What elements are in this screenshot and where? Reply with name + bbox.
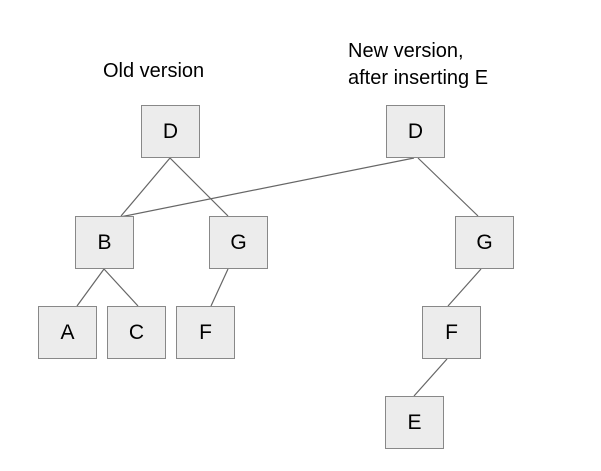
tree-node-label: B [97,231,112,254]
tree-node-old-d[interactable]: D [141,105,200,158]
tree-node-old-g[interactable]: G [209,216,268,269]
caption-right-line: after inserting E [348,67,489,89]
caption-right-line: New version, [348,40,464,62]
caption-left: Old version [103,58,204,85]
tree-edge-old-d-to-old-g [169,157,229,217]
tree-edge-new-g-to-new-f [447,268,482,307]
tree-node-old-f[interactable]: F [176,306,235,359]
tree-node-label: F [199,321,212,344]
tree-edge-new-d-to-new-g [417,157,479,217]
tree-node-new-e[interactable]: E [385,396,444,449]
tree-edge-old-g-to-old-f [210,268,229,307]
tree-edge-old-b-to-old-a [76,268,105,307]
tree-node-label: A [60,321,75,344]
tree-node-new-d[interactable]: D [386,105,445,158]
tree-edge-new-d-to-old-b [119,157,415,218]
tree-edge-new-f-to-new-e [413,358,448,397]
tree-node-label: G [230,231,247,254]
tree-node-new-g[interactable]: G [455,216,514,269]
tree-node-old-a[interactable]: A [38,306,97,359]
tree-node-label: D [407,120,424,143]
caption-right: New version, after inserting E [348,38,488,92]
tree-node-label: C [128,321,145,344]
tree-edge-old-b-to-old-c [103,268,139,307]
tree-node-old-b[interactable]: B [75,216,134,269]
tree-edge-old-d-to-old-b [120,157,171,217]
tree-node-label: E [407,411,422,434]
tree-node-old-c[interactable]: C [107,306,166,359]
tree-node-new-f[interactable]: F [422,306,481,359]
tree-node-label: D [162,120,179,143]
caption-left-line: Old version [103,60,205,82]
tree-node-label: F [445,321,458,344]
tree-node-label: G [476,231,493,254]
